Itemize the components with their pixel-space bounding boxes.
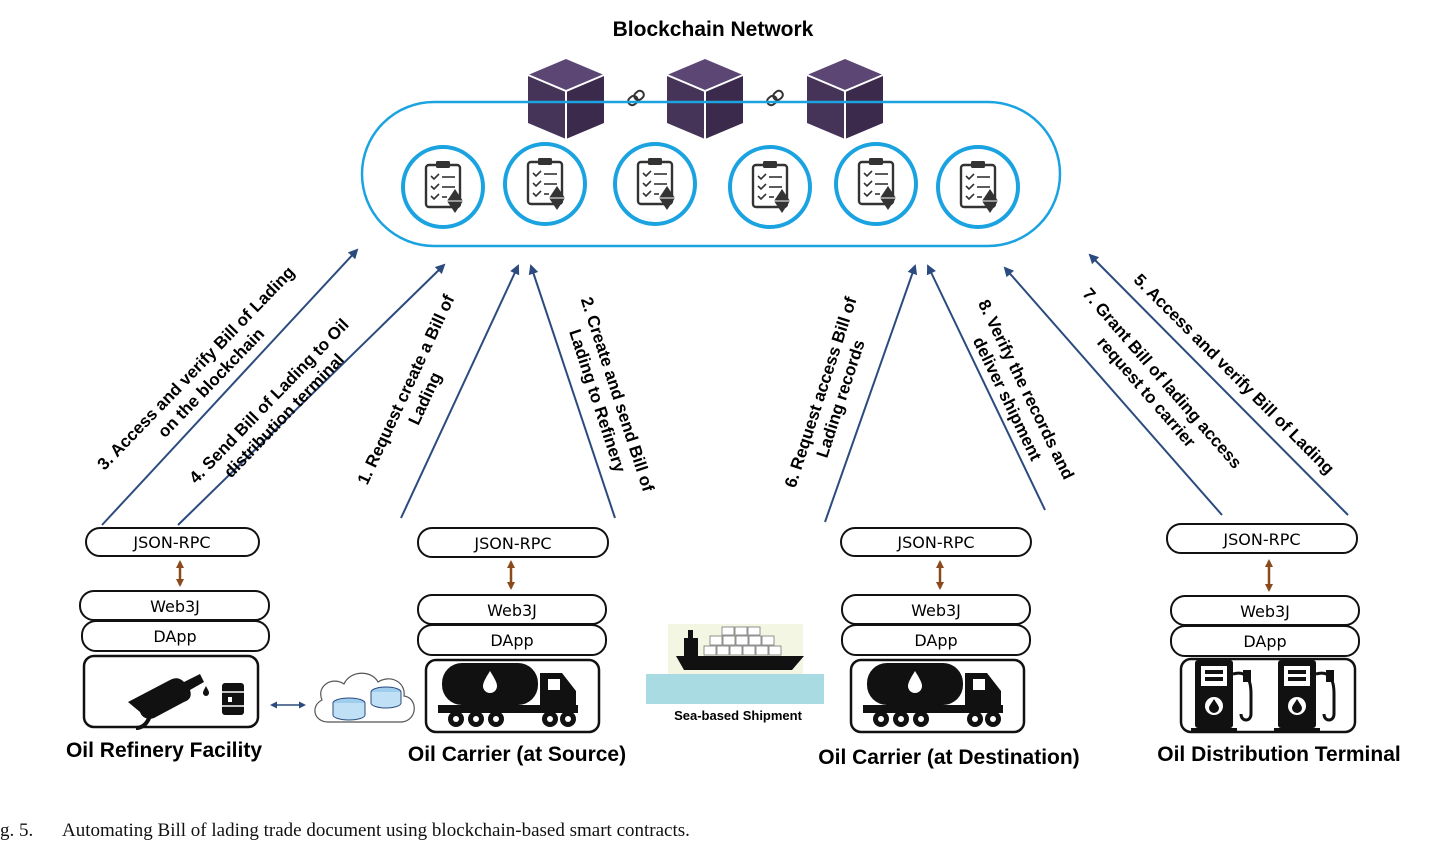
smart-contract-icon [503,142,587,226]
node-oil-carrier-source: JSON-RPC Web3J DApp Oil Carrier (at Sour… [408,527,626,766]
web3j-label: Web3J [150,597,200,616]
sea-water [646,674,824,704]
arrow-step-7 [1003,266,1223,516]
smart-contract-icon [936,145,1020,229]
web3j-label: Web3J [487,601,537,620]
node-oil-carrier-destination: JSON-RPC Web3J DApp Oil Carrier (at Dest… [818,527,1080,769]
dapp-label: DApp [914,631,957,650]
caption-prefix: g. 5. [0,820,34,841]
chain-link-icon [766,89,784,107]
block-cube-icon [806,58,884,140]
arrow-step-4 [177,263,446,526]
json-rpc-label: JSON-RPC [473,534,551,553]
fuel-nozzle-icon [128,674,209,730]
dapp-pill [1170,625,1360,657]
smart-contract-icon [401,145,485,229]
arrow-step-8 [926,264,1046,511]
arrow-step-3 [101,248,359,526]
sea-shipment-label: Sea-based Shipment [674,708,803,723]
step-2-label: 2. Create and send Bill ofLading to Refi… [557,295,658,501]
step-8-label: 8. Verify the records anddeliver shipmen… [955,297,1078,492]
dapp-label: DApp [490,631,533,650]
dapp-pill [81,620,270,652]
node-oil-distribution-terminal: JSON-RPC Web3J DApp Oil Distribution Ter… [1157,523,1401,766]
caption-text: Automating Bill of lading trade document… [62,820,690,841]
json-rpc-pill [85,527,260,557]
web3j-label: Web3J [1240,602,1290,621]
arrow-step-5 [1088,253,1349,516]
cloud-storage-icon [314,672,415,723]
node-oil-refinery: JSON-RPC Web3J DApp Oil Refinery Facilit… [66,527,270,762]
arrow-step-1 [400,264,520,519]
node-label-carrier-destination: Oil Carrier (at Destination) [818,746,1079,769]
dapp-label: DApp [153,627,196,646]
ledger-ring [360,100,1062,248]
dapp-pill [841,624,1031,656]
step-6-label: 6. Request access Bill ofLading records [781,294,881,496]
dapp-label: DApp [1243,632,1286,651]
arrow-step-2 [528,264,616,519]
block-cube-icon [666,58,744,140]
json-rpc-label: JSON-RPC [896,533,974,552]
smart-contract-icon [728,145,812,229]
dapp-pill [417,624,607,656]
web3j-label: Web3J [911,601,961,620]
smart-contract-icon [613,142,697,226]
smart-contract-icon [834,142,918,226]
network-title: Blockchain Network [613,18,814,41]
json-rpc-label: JSON-RPC [1222,530,1300,549]
sea-shipment: Sea-based Shipment [646,624,824,723]
json-rpc-pill [417,527,609,558]
node-label-carrier-source: Oil Carrier (at Source) [408,743,626,766]
chain-link-icon [627,89,645,107]
cargo-ship-icon [676,626,804,670]
node-label-refinery: Oil Refinery Facility [66,739,262,762]
json-rpc-label: JSON-RPC [132,533,210,552]
json-rpc-pill [840,527,1032,557]
block-cube-icon [527,58,605,140]
oil-barrel-icon [222,683,244,715]
node-label-distribution-terminal: Oil Distribution Terminal [1157,743,1400,766]
json-rpc-pill [1166,523,1358,554]
arrow-step-6 [824,264,918,523]
